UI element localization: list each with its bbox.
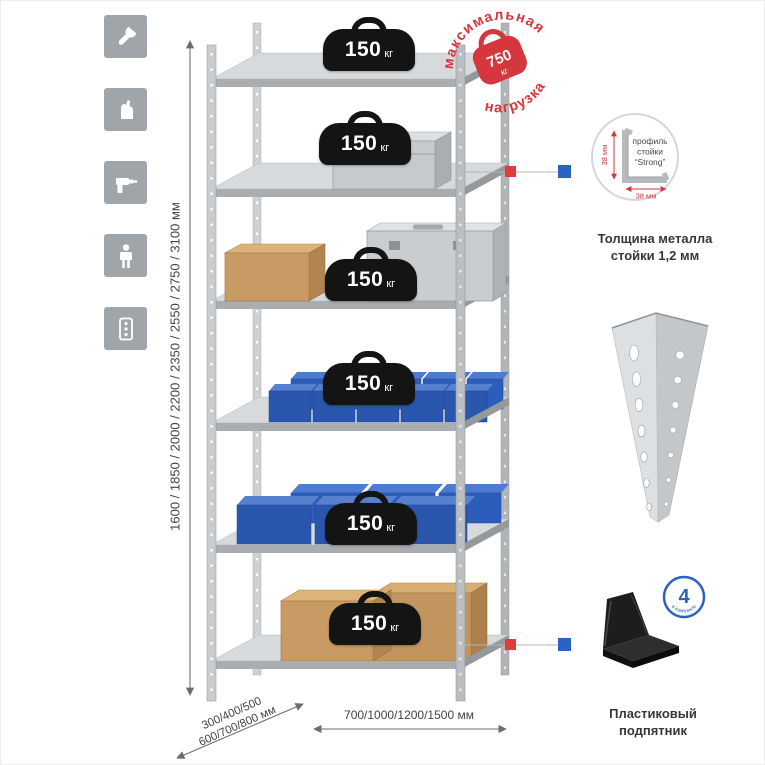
weight-handle-icon <box>347 111 383 127</box>
callout-bottom <box>462 638 571 651</box>
feature-tile-level <box>104 307 147 350</box>
red-marker-square <box>505 166 516 177</box>
blue-marker-square <box>558 638 571 651</box>
wrench-icon <box>118 23 139 45</box>
profile-label-3: “Strong” <box>635 157 666 167</box>
profile-caption-line2: стойки 1,2 мм <box>610 248 700 264</box>
foot-image <box>603 592 679 668</box>
profile-caption: Толщина металла стойки 1,2 мм <box>567 230 743 264</box>
blue-marker-square <box>558 165 571 178</box>
load-value: 150 <box>346 512 384 535</box>
depth-dimension-line <box>176 703 304 759</box>
post-slot-holes <box>629 344 652 512</box>
load-unit: кг <box>386 522 396 534</box>
weight-handle-icon <box>353 247 389 263</box>
svg-text:кг: кг <box>499 65 510 77</box>
shelf-level-3 <box>210 222 510 309</box>
load-value: 150 <box>350 612 388 635</box>
cardboard-box <box>223 243 327 302</box>
weight-handle-icon <box>357 591 393 607</box>
load-value: 150 <box>346 268 384 291</box>
profile-detail: 38 мм 38 мм профиль стойки “Strong” <box>591 113 679 201</box>
glove-icon <box>120 99 133 119</box>
rack-back-right-post <box>500 22 510 676</box>
load-unit: кг <box>390 622 400 634</box>
load-unit: кг <box>380 142 390 154</box>
load-unit: кг <box>384 382 394 394</box>
rack-front-left-post <box>206 44 217 702</box>
weight-handle-icon <box>351 351 387 367</box>
profile-dim-bottom: 38 мм <box>636 192 657 201</box>
badge-arc-text: в комплекте <box>670 604 698 615</box>
profile-label-1: профиль <box>632 136 668 146</box>
profile-dim-side: 38 мм <box>600 145 609 166</box>
load-unit: кг <box>384 48 394 60</box>
callout-top <box>462 165 571 178</box>
height-dimension-label: 1600 / 1850 / 2000 / 2200 / 2350 / 2550 … <box>167 202 183 531</box>
post-image <box>611 312 709 523</box>
weight-handle-icon <box>351 17 387 33</box>
level-icon <box>118 317 133 340</box>
count-badge: 4 в комплекте <box>662 575 706 619</box>
foot-caption-line2: подпятник <box>618 723 688 739</box>
foot-caption-line1: Пластиковый <box>609 706 697 721</box>
post-round-holes <box>663 350 685 507</box>
dimension-lines <box>176 40 507 759</box>
rack-back-left-post <box>252 22 262 676</box>
feature-tile-assembly <box>104 15 147 58</box>
feature-tile-person <box>104 234 147 277</box>
drill-icon <box>115 177 137 193</box>
width-dimension-label: 700/1000/1200/1500 мм <box>344 708 474 722</box>
badge-number: 4 <box>678 586 690 608</box>
rack-front-right-post <box>455 44 466 702</box>
weight-handle-icon <box>353 491 389 507</box>
load-value: 150 <box>344 372 382 395</box>
red-marker-square <box>505 639 516 650</box>
profile-caption-line1: Толщина металла <box>597 231 713 246</box>
stamp-weight-icon: 750 кг <box>472 29 527 85</box>
load-value: 150 <box>340 132 378 155</box>
profile-label-2: стойки <box>637 147 663 157</box>
person-icon <box>119 243 132 268</box>
load-unit: кг <box>386 278 396 290</box>
load-value: 150 <box>344 38 382 61</box>
feature-tile-drill <box>104 161 147 204</box>
foot-caption: Пластиковый подпятник <box>565 705 741 739</box>
profile-corner-drawing <box>622 130 667 183</box>
feature-tile-gloves <box>104 88 147 131</box>
max-load-stamp: максимальная нагрузка 750 кг <box>427 1 554 126</box>
